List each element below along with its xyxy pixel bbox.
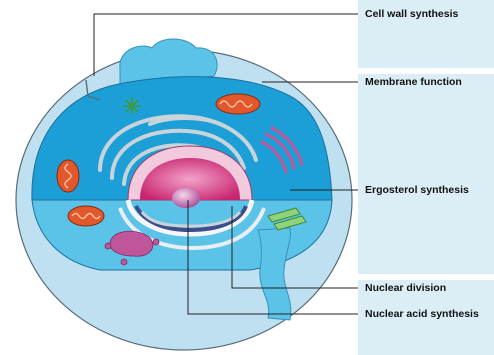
nucleolus [172,188,200,208]
label-membrane-function: Membrane function [365,76,462,88]
mitochondrion-bottom [68,206,104,226]
label-cell-wall-synthesis: Cell wall synthesis [365,8,458,20]
label-ergosterol-synthesis: Ergosterol synthesis [365,184,469,196]
label-nuclear-acid-synthesis: Nuclear acid synthesis [365,308,479,320]
label-nuclear-division: Nuclear division [365,282,446,294]
mitochondrion-top [216,94,260,114]
mitochondrion-left [57,160,79,192]
